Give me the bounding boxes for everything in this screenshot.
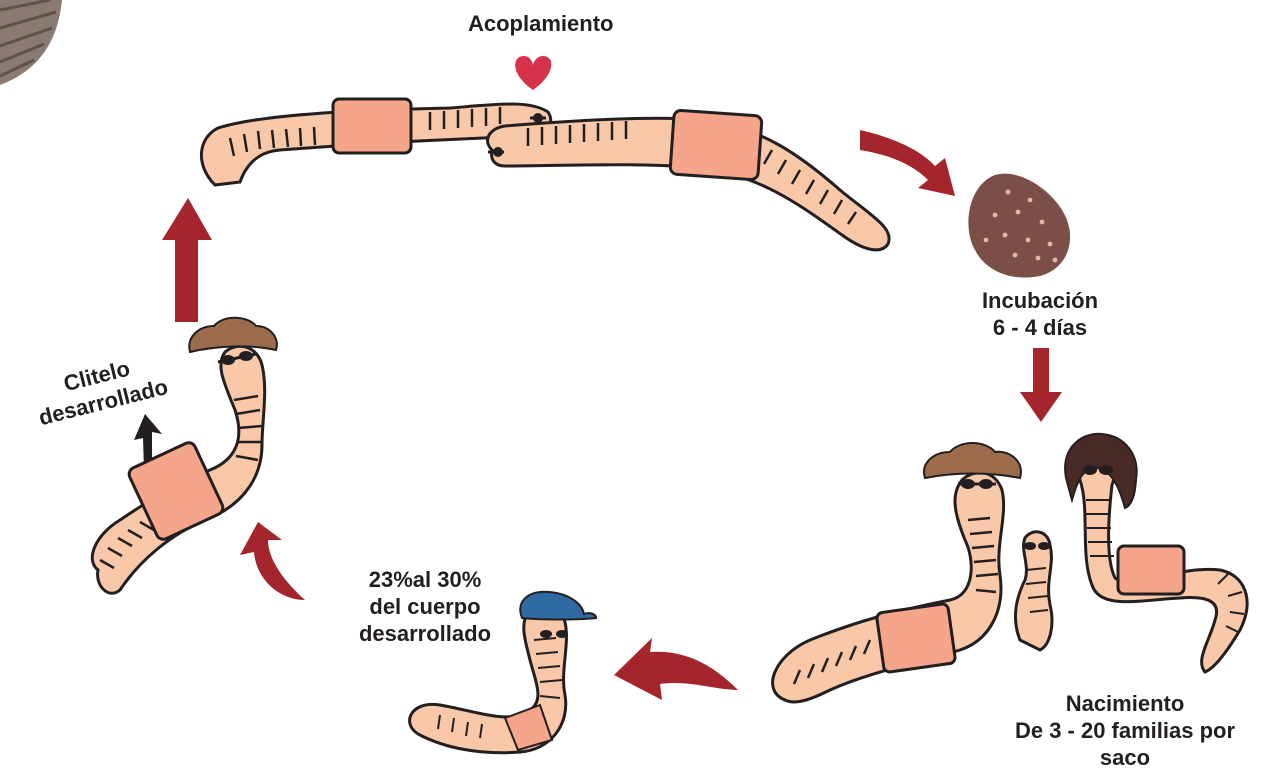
birth-label-line2: De 3 - 20 familias por — [980, 717, 1270, 744]
mating-label: Acoplamiento — [468, 10, 598, 37]
cap-icon — [520, 592, 596, 620]
birth-label-line3: saco — [980, 744, 1270, 771]
adult-worm-hair — [1065, 434, 1247, 672]
birth-label-line1: Nacimiento — [980, 690, 1270, 717]
cowboy-hat-icon — [924, 443, 1021, 478]
heart-icon — [515, 56, 551, 90]
mating-worm-right — [488, 110, 890, 250]
corner-worm-photo — [0, 0, 62, 85]
birth-label: Nacimiento De 3 - 20 familias por saco — [980, 690, 1270, 771]
growth-label-line2: del cuerpo — [335, 593, 515, 620]
cowboy-hat-icon — [189, 318, 277, 352]
incubation-label: Incubación 6 - 4 días — [950, 287, 1130, 341]
incubation-label-line2: 6 - 4 días — [950, 314, 1130, 341]
baby-worm — [1015, 532, 1052, 650]
growth-label-line1: 23%al 30% — [335, 566, 515, 593]
cocoon-icon — [968, 174, 1070, 278]
incubation-label-line1: Incubación — [950, 287, 1130, 314]
growth-label: 23%al 30% del cuerpo desarrollado — [335, 566, 515, 647]
growth-label-line3: desarrollado — [335, 620, 515, 647]
adult-worm-cowboy — [773, 443, 1021, 702]
